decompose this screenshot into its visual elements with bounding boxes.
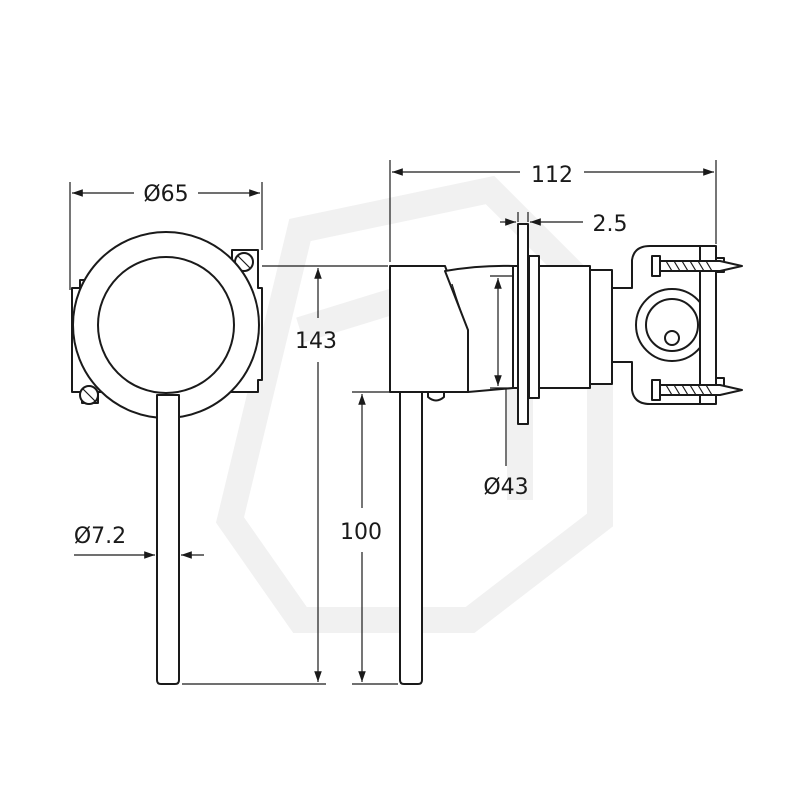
dim-handle-height: 100 — [340, 391, 398, 685]
label-body-diameter: Ø43 — [483, 475, 528, 500]
cover-plate-inner — [97, 256, 235, 394]
label-handle-diameter: Ø7.2 — [74, 524, 126, 549]
wall-flange — [517, 223, 529, 425]
dim-overall-depth: 112 — [389, 160, 717, 262]
screw-top — [651, 255, 743, 277]
label-handle-height: 100 — [340, 520, 382, 545]
handle-lever-front — [156, 394, 180, 685]
grub-screw — [427, 391, 445, 402]
screw-bottom — [651, 379, 743, 401]
side-view — [389, 223, 743, 685]
valve-port-inner — [645, 298, 699, 352]
dim-body-diameter: Ø43 — [483, 275, 529, 500]
bracket — [699, 245, 717, 405]
dim-overall-height: 143 — [182, 265, 388, 685]
cartridge-body — [538, 265, 591, 389]
label-face-diameter: Ø65 — [143, 182, 188, 207]
cartridge-collar — [589, 269, 613, 385]
dim-handle-diameter: Ø7.2 — [74, 524, 204, 559]
dim-flange-thickness: 2.5 — [500, 212, 628, 237]
dim-face-diameter: Ø65 — [69, 182, 263, 290]
label-overall-depth: 112 — [531, 163, 573, 188]
handle-lever-side — [399, 391, 423, 685]
front-view — [71, 231, 263, 685]
flange-gasket — [528, 255, 540, 399]
valve-port-hole — [664, 330, 680, 346]
label-overall-height: 143 — [295, 329, 337, 354]
label-flange-thickness: 2.5 — [593, 212, 628, 237]
